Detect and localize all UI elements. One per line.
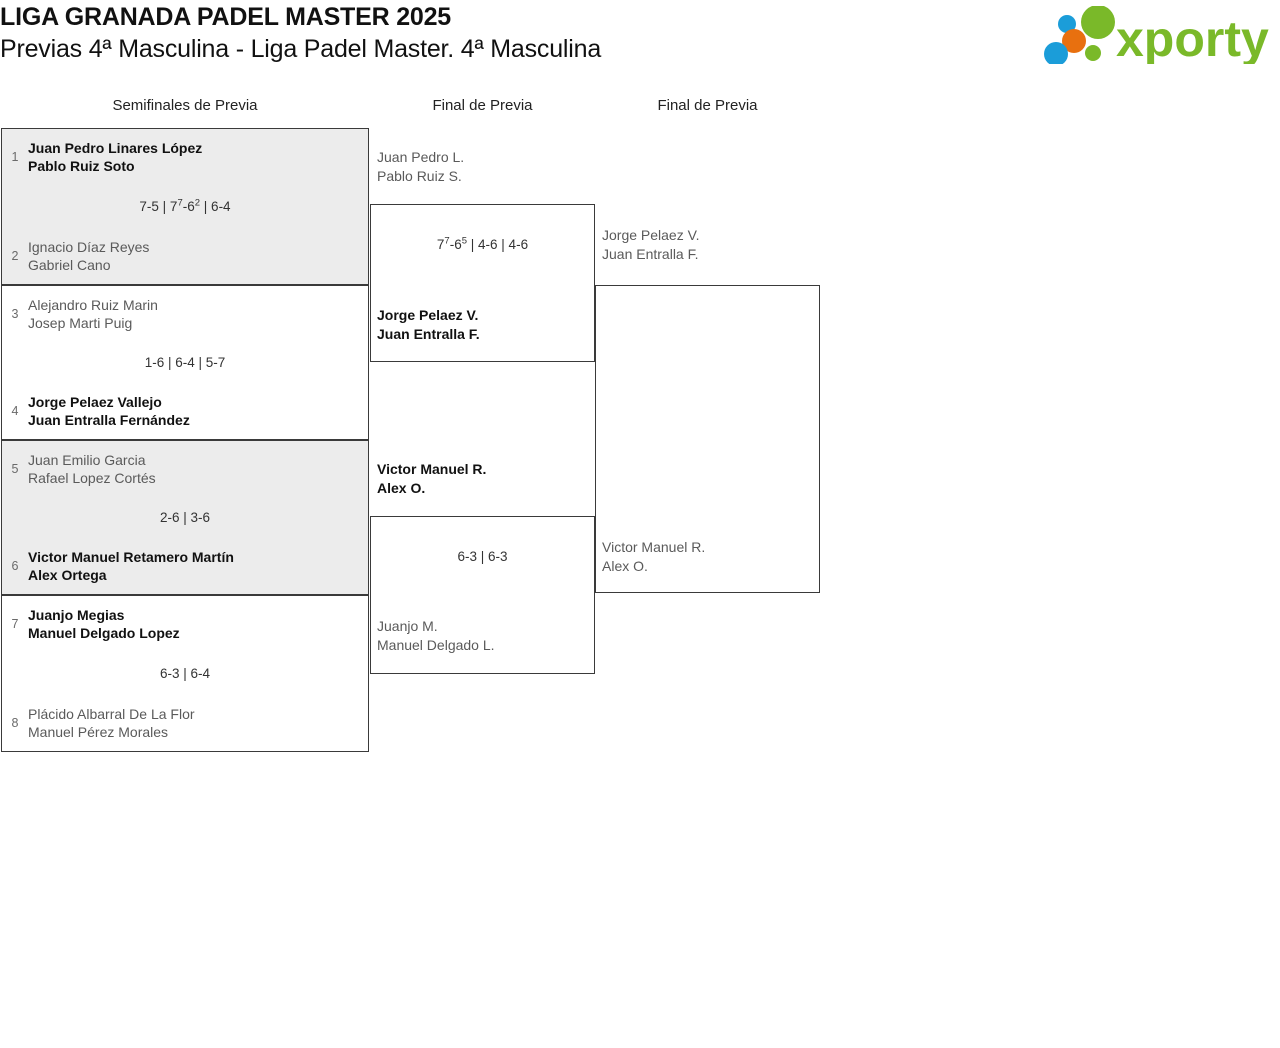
player-name: Alex O. xyxy=(602,557,648,574)
player-name: Alex Ortega xyxy=(28,567,107,583)
team-entry[interactable]: Juanjo M. Manuel Delgado L. xyxy=(377,617,495,654)
team-entry[interactable]: Jorge Pelaez V. Juan Entralla F. xyxy=(602,226,700,263)
player-name: Jorge Pelaez Vallejo xyxy=(28,393,162,410)
player-name: Manuel Delgado Lopez xyxy=(28,625,180,641)
team-entry[interactable]: Victor Manuel R. Alex O. xyxy=(377,460,486,497)
player-name: Plácido Albarral De La Flor xyxy=(28,705,195,722)
seed-number: 5 xyxy=(11,462,19,476)
player-name: Juan Emilio Garcia xyxy=(28,451,146,468)
player-name: Ignacio Díaz Reyes xyxy=(28,238,150,255)
player-name: Alex O. xyxy=(377,479,426,496)
player-name: Victor Manuel R. xyxy=(377,461,487,477)
title-block: LIGA GRANADA PADEL MASTER 2025 Previas 4… xyxy=(0,2,601,66)
logo-wordmark: xporty xyxy=(1116,11,1269,64)
player-name: Rafael Lopez Cortés xyxy=(28,470,156,486)
match-score: 6-3 | 6-3 xyxy=(457,549,508,564)
player-name: Juan Entralla F. xyxy=(377,325,480,342)
seed-number: 8 xyxy=(11,716,19,730)
player-name: Juan Entralla Fernández xyxy=(28,412,190,428)
seed-number: 4 xyxy=(11,404,19,418)
player-name: Manuel Delgado L. xyxy=(377,636,495,653)
seed-number: 3 xyxy=(11,307,19,321)
player-name: Juan Pedro Linares López xyxy=(28,139,203,156)
player-name: Jorge Pelaez V. xyxy=(377,307,479,323)
seed-number: 2 xyxy=(11,249,19,263)
player-name: Juanjo M. xyxy=(377,618,438,634)
seed-number: 7 xyxy=(11,617,19,631)
team-entry[interactable]: Jorge Pelaez V. Juan Entralla F. xyxy=(377,306,480,343)
player-name: Juanjo Megias xyxy=(28,606,125,623)
page-header: LIGA GRANADA PADEL MASTER 2025 Previas 4… xyxy=(0,0,1280,88)
player-name: Alejandro Ruiz Marin xyxy=(28,296,158,313)
player-name: Pablo Ruiz Soto xyxy=(28,158,135,174)
tournament-title: LIGA GRANADA PADEL MASTER 2025 xyxy=(0,3,452,31)
player-name: Josep Marti Puig xyxy=(28,315,133,331)
team-entry[interactable]: Juan Pedro L. Pablo Ruiz S. xyxy=(377,148,464,185)
match-card-round2[interactable] xyxy=(370,204,595,362)
player-name: Manuel Pérez Morales xyxy=(28,724,169,740)
player-name: Juan Pedro L. xyxy=(377,149,465,165)
match-card-final[interactable] xyxy=(595,285,820,593)
player-name: Gabriel Cano xyxy=(28,257,111,273)
seed-number: 1 xyxy=(11,150,19,164)
match-score: 6-3 | 6-4 xyxy=(159,665,211,681)
match-card-round2[interactable] xyxy=(370,516,595,674)
match-score: 1-6 | 6-4 | 5-7 xyxy=(144,354,226,370)
tournament-subtitle: Previas 4ª Masculina - Liga Padel Master… xyxy=(0,35,602,63)
player-name: Victor Manuel Retamero Martín xyxy=(28,548,234,565)
round-header-final-previa-2: Final de Previa xyxy=(657,97,758,114)
round-header-final-previa-1: Final de Previa xyxy=(432,97,533,114)
logo-dots-icon xyxy=(1044,6,1115,64)
round-header-semifinales: Semifinales de Previa xyxy=(112,97,258,114)
seed-number: 6 xyxy=(11,559,19,573)
match-score: 77-65 | 4-6 | 4-6 xyxy=(436,235,529,252)
match-score: 7-5 | 77-62 | 6-4 xyxy=(139,197,231,214)
team-entry[interactable]: Victor Manuel R. Alex O. xyxy=(602,538,705,575)
player-name: Pablo Ruiz S. xyxy=(377,167,462,184)
match-score: 2-6 | 3-6 xyxy=(159,509,211,525)
player-name: Jorge Pelaez V. xyxy=(602,227,700,243)
player-name: Juan Entralla F. xyxy=(602,245,699,262)
player-name: Victor Manuel R. xyxy=(602,539,706,555)
xporty-logo[interactable]: xporty xyxy=(1040,6,1272,64)
